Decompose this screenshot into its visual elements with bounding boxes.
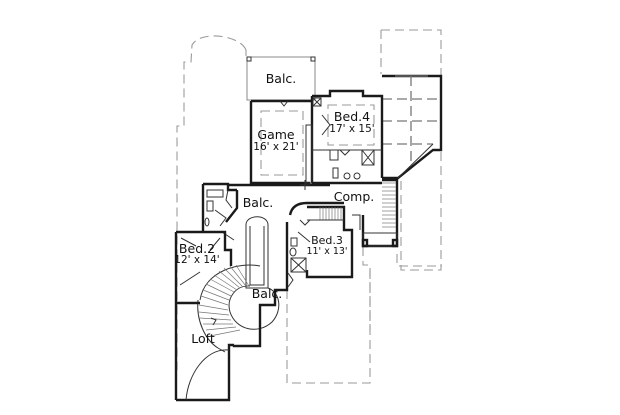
balcony-walkway xyxy=(225,190,269,289)
label-balcony-hall: Balc. xyxy=(243,195,274,210)
label-computer: Comp. xyxy=(334,189,374,204)
label-bedroom-4: Bed.4 xyxy=(334,109,370,124)
right-roof-section xyxy=(382,74,443,180)
bedroom-3-walls xyxy=(285,201,354,279)
comp-stair xyxy=(352,178,399,248)
label-game-room-dims: 16' x 21' xyxy=(253,141,298,153)
lower-balcony-walls xyxy=(232,270,294,348)
label-loft: Loft xyxy=(191,331,215,346)
loft-walls xyxy=(176,301,234,402)
bedroom-4-walls xyxy=(310,89,384,183)
dashed-outline-bottom xyxy=(286,254,442,384)
label-bedroom-3: Bed.3 xyxy=(311,234,343,247)
label-balcony-top: Balc. xyxy=(266,71,297,86)
dashed-outline-right xyxy=(362,29,442,330)
room-labels: Balc. Game 16' x 21' Bed.4 17' x 15' Bal… xyxy=(174,71,374,346)
game-room-walls xyxy=(249,99,312,185)
dashed-outline-left xyxy=(176,35,247,370)
label-game-room: Game xyxy=(257,127,295,142)
label-balcony-stair: Balc. xyxy=(252,286,283,301)
connector xyxy=(228,124,382,190)
label-bedroom-2: Bed.2 xyxy=(179,241,215,256)
label-bedroom-3-dims: 11' x 13' xyxy=(306,246,347,257)
label-bedroom-4-dims: 17' x 15' xyxy=(329,123,374,135)
bedroom-2-walls xyxy=(174,230,233,400)
bed-2-bath-walls xyxy=(201,182,237,241)
label-bedroom-2-dims: 12' x 14' xyxy=(174,254,219,266)
spiral-stair xyxy=(197,264,280,353)
